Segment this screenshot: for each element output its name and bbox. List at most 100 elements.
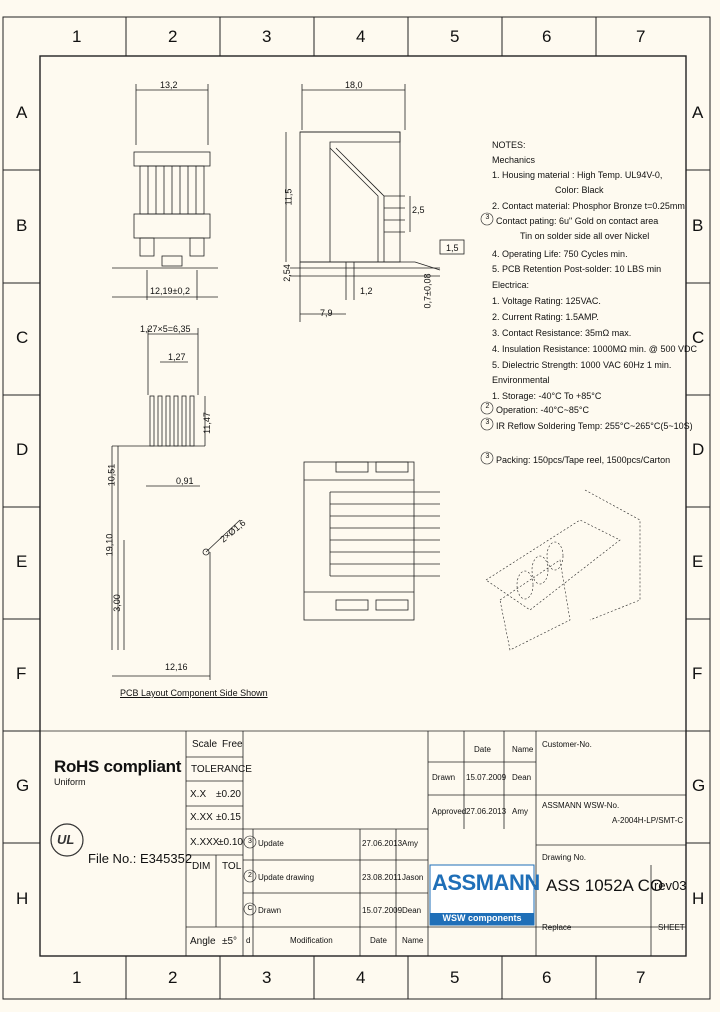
pcb-caption: PCB Layout Component Side Shown — [120, 688, 268, 698]
note-m3b: Tin on solder side all over Nickel — [520, 231, 650, 241]
inner-border — [39, 55, 687, 957]
rev-row2-mark: 2 — [248, 872, 252, 879]
zone-col-4: 4 — [356, 27, 366, 46]
dim-pcb-1-27: 1,27 — [168, 352, 186, 362]
note-m4: 4. Operating Life: 750 Cycles min. — [492, 249, 628, 259]
rev-row1-date: 27.06.2013 — [362, 839, 403, 848]
note-e2: 2. Current Rating: 1.5AMP. — [492, 312, 599, 322]
zone-row-d-right: D — [692, 440, 705, 459]
zone-row-b-right: B — [692, 216, 704, 235]
note-m3-mark: 3 — [485, 214, 490, 221]
zone-col-6: 6 — [542, 27, 552, 46]
angle-value: ±5° — [222, 936, 238, 947]
zone-col-5-bottom: 5 — [450, 968, 460, 987]
zone-row-f: F — [16, 664, 27, 683]
ul-mark — [50, 823, 84, 857]
dim-label: DIM — [192, 861, 211, 872]
zone-row-f-right: F — [692, 664, 703, 683]
assmann-logo — [429, 864, 535, 926]
ul-logo-text: UL — [57, 832, 75, 847]
tolerance-label: TOLERANCE — [191, 764, 252, 775]
zone-col-3-bottom: 3 — [262, 968, 272, 987]
dim-pcb-0-91: 0,91 — [176, 476, 194, 486]
rev-header-modification: Modification — [290, 936, 333, 945]
revision: rev03 — [654, 878, 687, 893]
dim-pcb-pitch: 1,27×5=6,35 — [140, 324, 191, 334]
dim-side-1-5: 1,5 — [446, 243, 459, 253]
pcb-layout — [111, 328, 241, 680]
note-m1: 1. Housing material : High Temp. UL94V-0… — [492, 170, 663, 180]
front-view — [112, 84, 218, 300]
scale-label: Scale — [192, 739, 218, 750]
note-e4: 4. Insulation Resistance: 1000MΩ min. @ … — [492, 344, 697, 354]
note-pk-mark: 3 — [485, 453, 490, 460]
tol-row2-value: ±0.15 — [216, 812, 241, 823]
zone-row-a-right: A — [692, 103, 704, 122]
dim-pcb-left1: 10,51 — [106, 463, 117, 487]
zone-col-3: 3 — [262, 27, 272, 46]
rev-row3-date: 15.07.2009 — [362, 906, 403, 915]
approval-name-header: Name — [512, 745, 534, 754]
zone-col-4-bottom: 4 — [356, 968, 366, 987]
rohs-subtitle: Uniform — [54, 777, 86, 787]
dim-front-pitch: 12,19±0,2 — [150, 286, 190, 296]
rev-row3-text: Drawn — [258, 906, 282, 915]
zone-row-h-right: H — [692, 889, 705, 908]
zone-row-e: E — [16, 552, 28, 571]
zone-row-e-right: E — [692, 552, 704, 571]
tol-row1-label: X.X — [190, 789, 207, 800]
zone-row-a: A — [16, 103, 28, 122]
drawn-date: 15.07.2009 — [466, 773, 507, 782]
replace-label: Replace — [542, 923, 572, 932]
note-n3-mark: 3 — [485, 419, 490, 426]
zone-row-g-right: G — [692, 776, 706, 795]
note-e5: 5. Dielectric Strength: 1000 VAC 60Hz 1 … — [492, 360, 672, 370]
dim-front-width: 13,2 — [160, 80, 178, 90]
notes-environmental: Environmental — [492, 375, 550, 385]
note-packing: Packing: 150pcs/Tape reel, 1500pcs/Carto… — [496, 455, 671, 465]
rohs-title: RoHS compliant — [54, 757, 182, 776]
dim-side-thick: 0,7±0,08 — [422, 273, 433, 309]
note-n2-mark: 2 — [485, 403, 490, 410]
note-e1: 1. Voltage Rating: 125VAC. — [492, 296, 601, 306]
rev-header-date: Date — [370, 936, 387, 945]
tol-label: TOL — [222, 861, 242, 872]
assmann-no-label: ASSMANN WSW-No. — [542, 801, 620, 810]
tol-row3-value: ±0.10 — [218, 837, 243, 848]
assmann-logo-subtext: WSW components — [442, 913, 522, 923]
dim-pcb-left3: 3,00 — [111, 594, 122, 612]
rev-row1-text: Update — [258, 839, 284, 848]
rev-row3-name: Dean — [402, 906, 422, 915]
zone-col-5: 5 — [450, 27, 460, 46]
rev-row2-name: Jason — [402, 873, 424, 882]
note-e3: 3. Contact Resistance: 35mΩ max. — [492, 328, 632, 338]
notes-mechanics: Mechanics — [492, 155, 536, 165]
zone-row-h: H — [16, 889, 29, 908]
zone-col-7: 7 — [636, 27, 646, 46]
notes-electrical: Electrica: — [492, 280, 530, 290]
drawing-no: ASS 1052A CO — [546, 876, 664, 895]
rev-header-mark: d — [246, 936, 251, 945]
isometric-view — [485, 489, 641, 651]
dim-side-left: 2,54 — [281, 264, 292, 282]
angle-label: Angle — [190, 936, 216, 947]
dim-side-7-9: 7,9 — [320, 308, 333, 318]
side-view — [285, 84, 465, 322]
rev-row1-mark: 3 — [248, 838, 252, 845]
zone-row-d: D — [16, 440, 29, 459]
approved-label: Approved — [432, 807, 467, 816]
zone-row-c-right: C — [692, 328, 705, 347]
zone-row-g: G — [16, 776, 30, 795]
rev-row2-text: Update drawing — [258, 873, 315, 882]
note-n1: 1. Storage: -40°C To +85°C — [492, 391, 602, 401]
zone-col-1-bottom: 1 — [72, 968, 82, 987]
sheet-label: SHEET — [658, 923, 685, 932]
tol-row3-label: X.XXX — [190, 837, 220, 848]
notes-header: NOTES: — [492, 140, 526, 150]
zone-col-1: 1 — [72, 27, 82, 46]
assmann-no: A-2004H-LP/SMT-C — [612, 816, 684, 825]
approval-date-header: Date — [474, 745, 491, 754]
rev-row1-name: Amy — [402, 839, 418, 848]
